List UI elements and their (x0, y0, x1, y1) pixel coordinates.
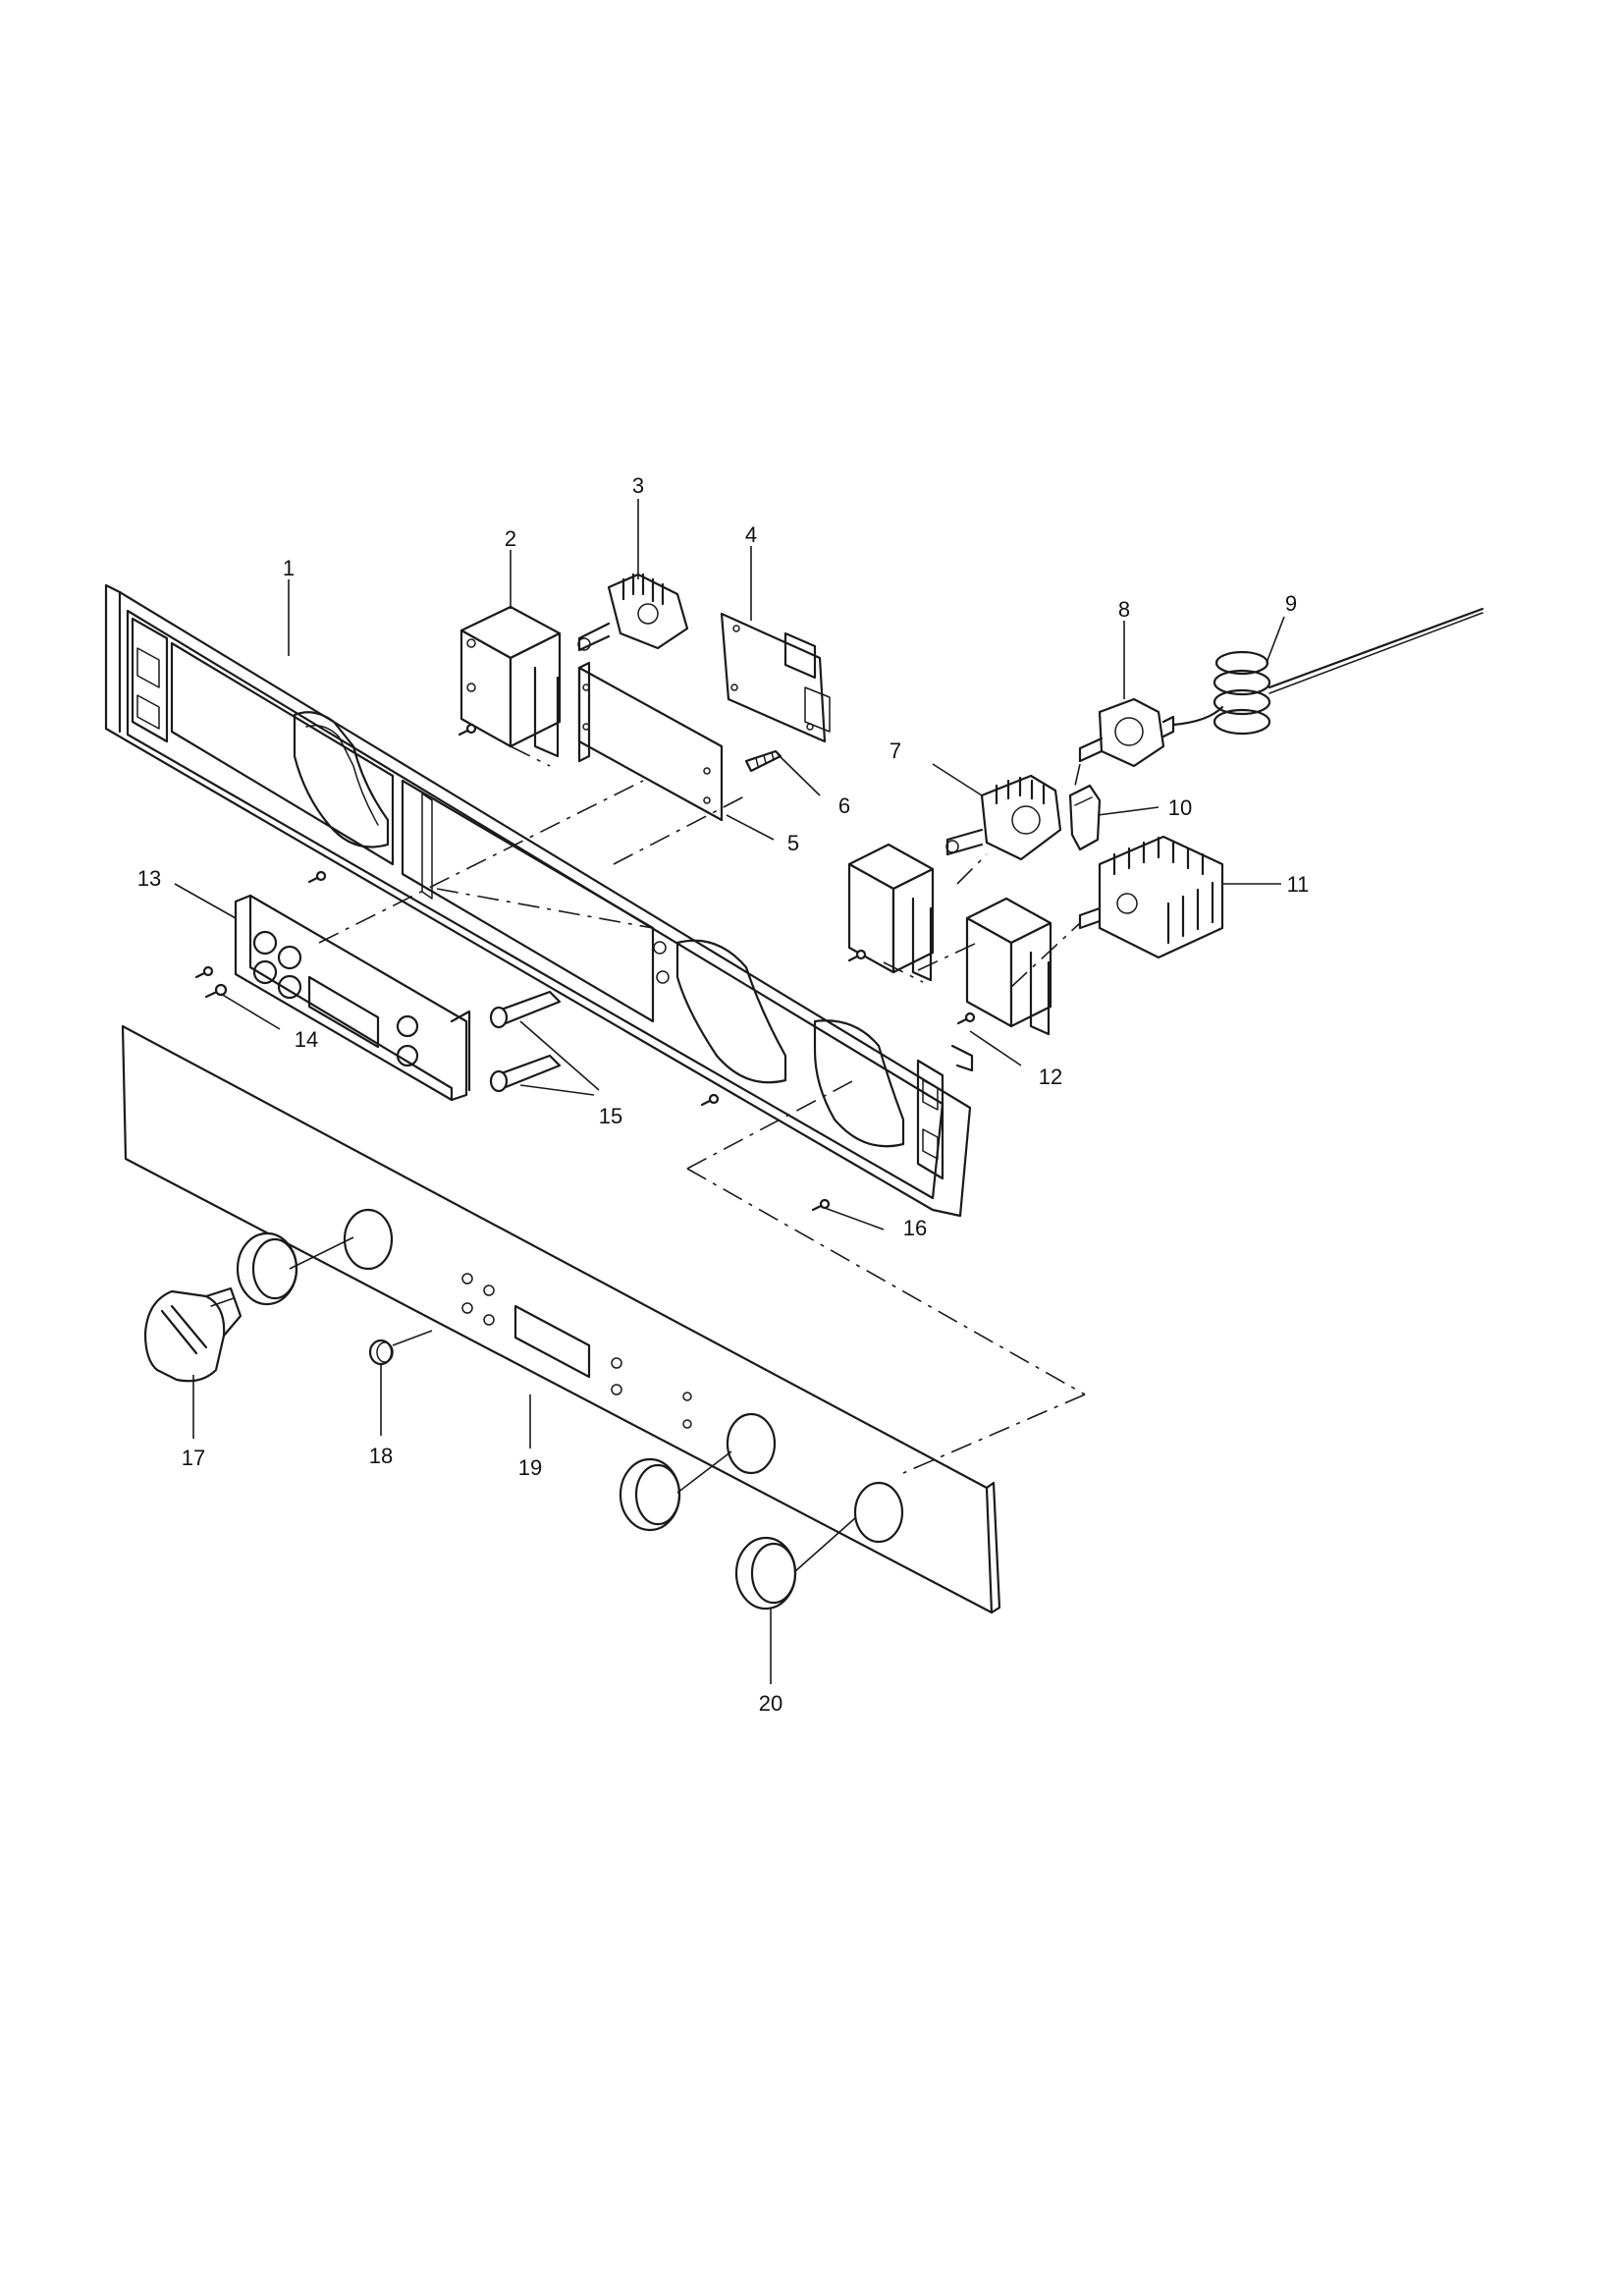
fastener-6 (744, 749, 782, 773)
callout-10: 10 (1168, 795, 1192, 820)
callout-1: 1 (283, 556, 295, 580)
bracket-12a (847, 843, 935, 982)
bracket-2 (459, 605, 562, 758)
timer-module-13 (234, 894, 471, 1102)
callout-15: 15 (599, 1104, 622, 1128)
callout-20: 20 (759, 1691, 782, 1716)
assembly-lines (318, 745, 1086, 1474)
callout-6: 6 (838, 793, 850, 818)
thermostat-8 (1078, 697, 1175, 768)
callout-17: 17 (182, 1446, 205, 1470)
capillary-coil-9 (1171, 607, 1484, 736)
callout-18: 18 (369, 1444, 393, 1468)
callout-14: 14 (295, 1027, 318, 1052)
bezel-ring-20 (734, 1536, 797, 1611)
callout-2: 2 (505, 526, 516, 551)
front-fascia-panel-19 (121, 1024, 1001, 1614)
bezel-ring-17-18 (236, 1231, 298, 1306)
screw-14 (204, 983, 228, 999)
indicator-button-18 (368, 1339, 394, 1366)
callout-12: 12 (1039, 1065, 1062, 1089)
bezel-ring-mid (619, 1457, 681, 1532)
callout-7: 7 (890, 738, 901, 763)
control-panel-frame (104, 583, 974, 1218)
terminal-switch-11 (1078, 835, 1224, 959)
circuit-board-4 (720, 612, 831, 743)
bracket-12b (965, 897, 1052, 1036)
clip-10 (1068, 784, 1102, 851)
callout-5: 5 (787, 831, 799, 855)
selector-switch-7 (945, 774, 1062, 861)
callout-19: 19 (518, 1455, 542, 1480)
callout-16: 16 (903, 1216, 927, 1240)
callout-8: 8 (1118, 597, 1130, 622)
leader-lines (174, 499, 1285, 1684)
lamp-holders-15 (489, 990, 562, 1093)
callout-13: 13 (137, 866, 161, 891)
callout-labels: 1 2 3 4 5 6 7 8 9 10 11 12 13 14 15 16 1… (137, 473, 1310, 1716)
selector-switch-3 (577, 573, 689, 652)
callout-11: 11 (1287, 872, 1310, 897)
callout-4: 4 (745, 522, 757, 547)
callout-9: 9 (1285, 591, 1297, 616)
screws (194, 723, 976, 1212)
mounting-plate-5 (577, 661, 724, 822)
control-knob-17 (143, 1286, 243, 1383)
callout-3: 3 (632, 473, 644, 498)
